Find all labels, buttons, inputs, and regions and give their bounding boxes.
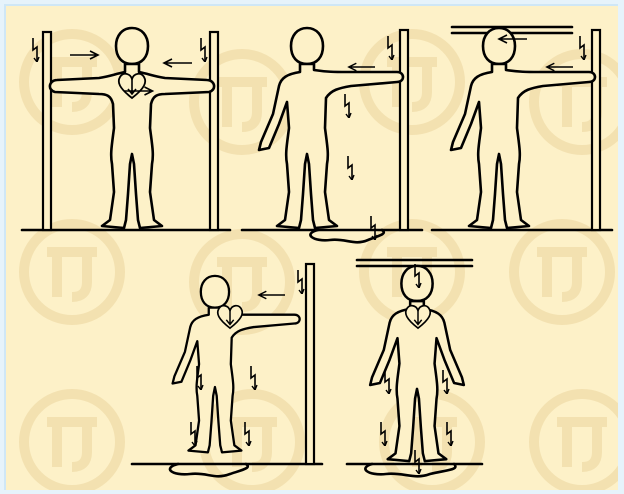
lightning-bolt-icon: [298, 270, 304, 294]
lightning-bolt-icon: [201, 38, 207, 62]
lightning-bolt-icon: [443, 370, 449, 394]
conductor-pole-right: [210, 32, 218, 230]
conductor-pole: [306, 264, 314, 464]
lightning-bolt-icon: [385, 370, 391, 394]
current-arrow-icon: [164, 59, 192, 67]
illustration-panel: [4, 4, 618, 490]
conductor-pole-left: [43, 32, 51, 230]
electric-shock-paths-illustration: [6, 6, 618, 490]
current-arrow-icon: [259, 291, 285, 298]
lightning-bolt-icon: [348, 156, 354, 180]
lightning-bolt-icon: [251, 366, 257, 390]
scene-hand-to-feet: [132, 264, 322, 476]
conductor-pole: [400, 30, 408, 230]
conductor-pole: [592, 30, 600, 230]
lightning-bolt-icon: [345, 94, 351, 118]
